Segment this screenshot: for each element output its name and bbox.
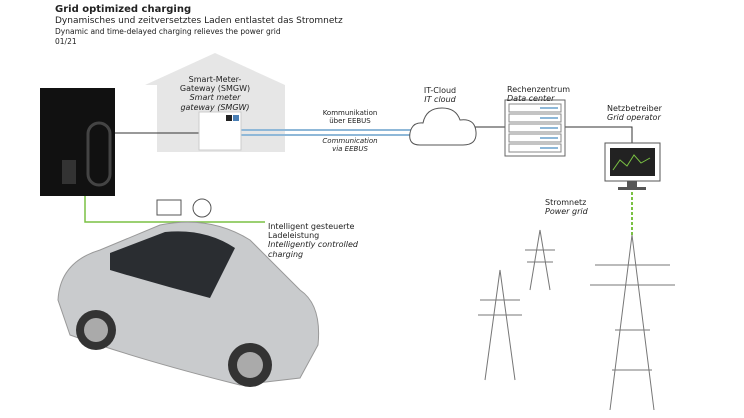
datacenter-server-rack (504, 99, 566, 157)
charging-en1: Intelligently controlled (268, 240, 358, 250)
battery-icon (156, 199, 182, 216)
gateway-de2: Gateway (SMGW) (179, 84, 251, 94)
page-title: Grid optimized charging (55, 4, 192, 15)
wallbox (40, 88, 115, 196)
gateway-de1: Smart-Meter- (188, 75, 242, 84)
power-pylons (478, 229, 675, 411)
comm-en1: Communication (322, 137, 378, 145)
subtitle-de: Dynamisches und zeitversetztes Laden ent… (55, 16, 343, 26)
page-number: 01/21 (55, 37, 77, 46)
clock-icon (192, 198, 212, 218)
charging-line (84, 195, 265, 223)
operator-en: Grid operator (607, 113, 661, 123)
comm-de2: über EEBUS (329, 117, 371, 126)
charging-en2: charging (268, 249, 304, 259)
datacenter-de: Rechenzentrum (507, 85, 571, 94)
grid-en: Power grid (545, 207, 588, 217)
charging-de1: Intelligent gesteuerte (268, 222, 355, 231)
datacenter-en: Data center (507, 94, 555, 104)
grid-de: Stromnetz (545, 198, 587, 207)
charging-de2: Ladeleistung (268, 231, 320, 241)
comm-en2: via EEBUS (332, 145, 368, 154)
subtitle-en: Dynamic and time-delayed charging reliev… (55, 27, 281, 36)
electric-car (57, 221, 320, 387)
it-cloud-icon (409, 107, 477, 146)
datacenter-to-operator-line (565, 126, 633, 143)
cloud-de: IT-Cloud (423, 86, 457, 95)
comm-de1: Kommunikation (322, 109, 378, 117)
gateway-en1: Smart meter (189, 93, 241, 103)
grid-operator-monitor (604, 142, 661, 190)
cloud-en: IT cloud (424, 95, 456, 105)
gateway-en2: gateway (SMGW) (180, 102, 250, 112)
house-shape (145, 53, 285, 152)
operator-de: Netzbetreiber (607, 104, 662, 113)
